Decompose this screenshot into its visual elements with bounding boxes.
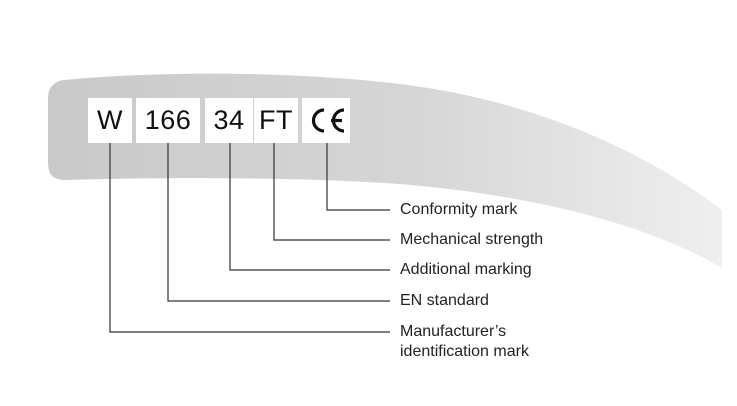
callout-additional-marking: Additional marking: [400, 261, 532, 278]
leader-line-conformity: [326, 143, 390, 211]
manufacturer-mark-box: W: [88, 98, 132, 143]
ce-conformity-icon: [311, 108, 345, 133]
callout-manufacturer-line1: Manufacturer’s: [400, 323, 507, 340]
strength-mark-box: FT: [254, 98, 298, 143]
standard-mark-box: 166: [136, 98, 200, 143]
callout-conformity-mark: Conformity mark: [400, 201, 518, 218]
leader-line-manufacturer: [109, 143, 390, 333]
additional-mark-box: 34: [205, 98, 253, 143]
callout-manufacturer-line2: identification mark: [400, 343, 529, 360]
leader-line-standard: [167, 143, 390, 302]
ce-mark-box: [302, 98, 350, 143]
leader-lines: [109, 143, 390, 333]
leader-line-mechanical: [273, 143, 390, 241]
callout-en-standard: EN standard: [400, 292, 489, 309]
callout-mechanical-strength: Mechanical strength: [400, 231, 544, 248]
leader-line-additional: [229, 143, 390, 271]
